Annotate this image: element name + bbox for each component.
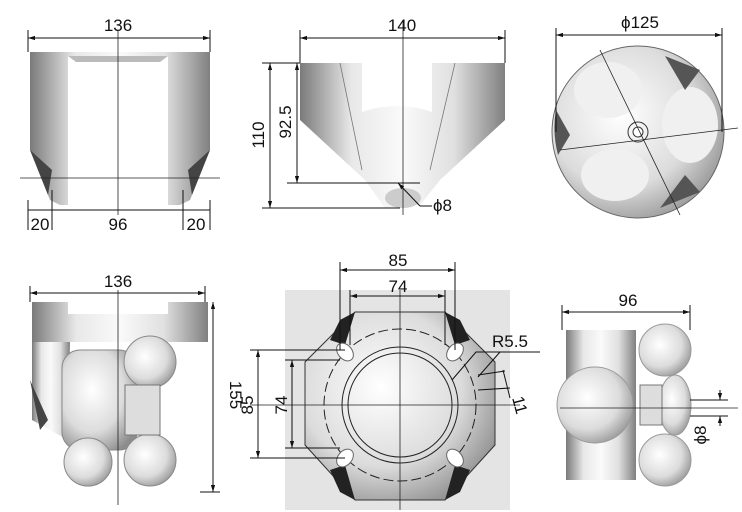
inner-span-v-dimension: 74	[272, 396, 291, 415]
width-dimension: 136	[104, 16, 132, 35]
center-span-dimension: 96	[109, 215, 128, 234]
slot-width-dimension: 11	[508, 394, 531, 416]
width-dimension: 140	[388, 16, 416, 35]
diameter-dimension: ϕ125	[621, 13, 659, 32]
plan-view: 85 74 85 74 R5.5 11	[238, 251, 540, 510]
width-dimension: 96	[619, 291, 638, 310]
inner-span-h-dimension: 74	[389, 277, 408, 296]
right-offset-dimension: 20	[187, 215, 206, 234]
side-view-top: 140 110 92.5 ϕ8	[249, 16, 506, 215]
outer-span-h-dimension: 85	[389, 251, 408, 270]
front-view-top: 136 20 96 20	[20, 16, 220, 234]
top-view: ϕ125	[551, 13, 739, 219]
height-dimension: 155	[226, 381, 245, 409]
body-outline	[300, 63, 505, 208]
height-dimension: 110	[249, 121, 268, 148]
width-dimension: 136	[104, 272, 132, 291]
side-view-bottom: 96 ϕ8	[556, 291, 738, 487]
shaft-diameter-dimension: ϕ8	[433, 196, 452, 215]
inner-height-dimension: 92.5	[276, 105, 295, 138]
front-view-bottom: 136 155	[29, 272, 245, 505]
radius-dimension: R5.5	[492, 332, 528, 351]
shaft-diameter-dimension: ϕ8	[691, 426, 710, 445]
outer-span-v-dimension: 85	[238, 396, 257, 415]
left-offset-dimension: 20	[31, 215, 50, 234]
